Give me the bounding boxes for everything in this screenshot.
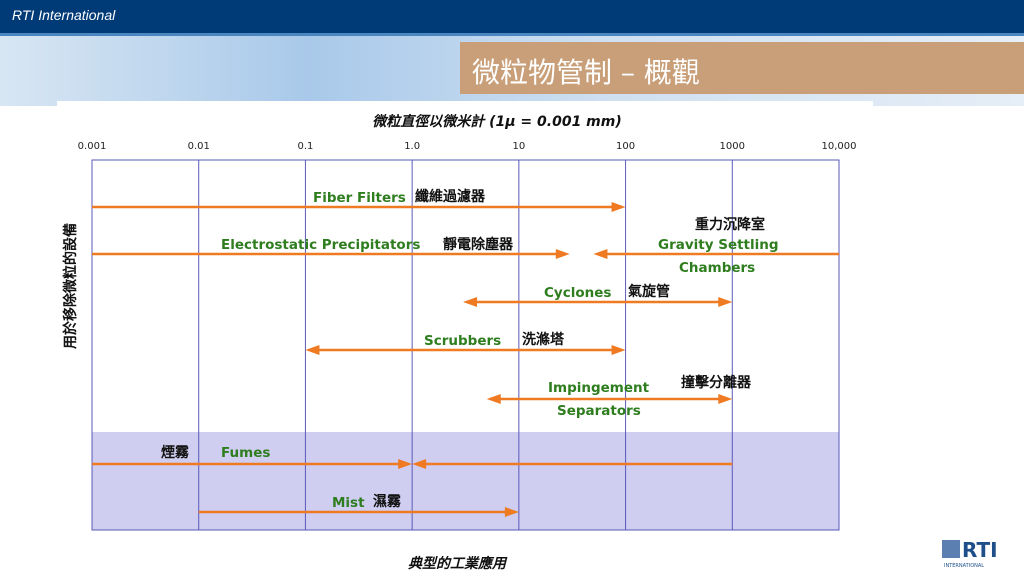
x-axis-label: 典型的工業應用 <box>408 555 508 572</box>
x-tick-label: 0.01 <box>188 141 210 152</box>
chart-title: 微粒直徑以微米計 (1μ = 0.001 mm) <box>372 113 622 130</box>
slide-title: 微粒物管制 – 概觀 <box>472 56 700 89</box>
impingement-arrow-head <box>486 394 501 404</box>
rti-logo: RTI INTERNATIONAL <box>942 534 1012 570</box>
x-tick-label: 0.001 <box>78 141 107 152</box>
mist-arrow-head <box>504 507 519 517</box>
cyclones-arrow-head <box>718 297 733 307</box>
title-box: 微粒物管制 – 概觀 <box>460 42 1024 94</box>
gravity-label: Gravity Settling <box>658 237 779 253</box>
application-zone <box>92 432 839 530</box>
fumes-label: Fumes <box>221 445 270 461</box>
scrubbers-arrow-head <box>611 345 626 355</box>
x-tick-label: 1.0 <box>404 141 420 152</box>
impingement-label: Impingement <box>548 380 650 396</box>
fumes-arrow-right-head <box>412 459 427 469</box>
fiber-filters-arrow-head <box>611 202 626 212</box>
mist-label: Mist <box>332 495 365 511</box>
cyclones-zh: 氣旋管 <box>628 283 670 300</box>
header-accent-line <box>0 33 1024 36</box>
chart-panel: 0.001 0.01 0.1 1.0 10 100 1000 10,000 微粒直徑以微米計 (… <box>57 101 873 576</box>
cyclones-label: Cyclones <box>544 285 611 301</box>
gravity-zh: 重力沉降室 <box>695 216 765 233</box>
scrubbers-label: Scrubbers <box>424 333 501 349</box>
esp-zh: 靜電除塵器 <box>443 236 514 253</box>
gravity-label-2: Chambers <box>679 260 755 276</box>
y-axis-label: 用於移除微粒的設備 <box>62 223 79 349</box>
org-name: RTI International <box>12 7 116 23</box>
x-tick-label: 0.1 <box>297 141 313 152</box>
header-bar: RTI International <box>0 0 1024 33</box>
fumes-arrow-left-head <box>398 459 413 469</box>
gravity-arrow-head <box>593 249 608 259</box>
fumes-zh: 煙霧 <box>161 444 190 461</box>
impingement-label-2: Separators <box>557 403 641 419</box>
scrubbers-arrow-head <box>305 345 320 355</box>
x-tick-label: 1000 <box>720 141 745 152</box>
x-tick-label: 10,000 <box>822 141 857 152</box>
mist-zh: 濕霧 <box>373 494 402 510</box>
impingement-arrow-head <box>718 394 733 404</box>
x-tick-label: 100 <box>616 141 635 152</box>
esp-label: Electrostatic Precipitators <box>221 237 420 253</box>
logo-text: RTI <box>962 538 998 562</box>
cyclones-arrow-head <box>463 297 478 307</box>
x-tick-label: 10 <box>512 141 525 152</box>
fiber-filters-label: Fiber Filters <box>313 190 406 206</box>
impingement-zh: 撞擊分離器 <box>681 374 752 391</box>
scrubbers-zh: 洗滌塔 <box>522 331 565 348</box>
logo-sub: INTERNATIONAL <box>944 563 984 569</box>
fiber-filters-zh: 纖維過濾器 <box>415 188 486 205</box>
chart: 0.001 0.01 0.1 1.0 10 100 1000 10,000 微粒直徑以微米計 (… <box>62 113 857 572</box>
plot-frame <box>91 159 840 531</box>
esp-arrow-head <box>555 249 570 259</box>
